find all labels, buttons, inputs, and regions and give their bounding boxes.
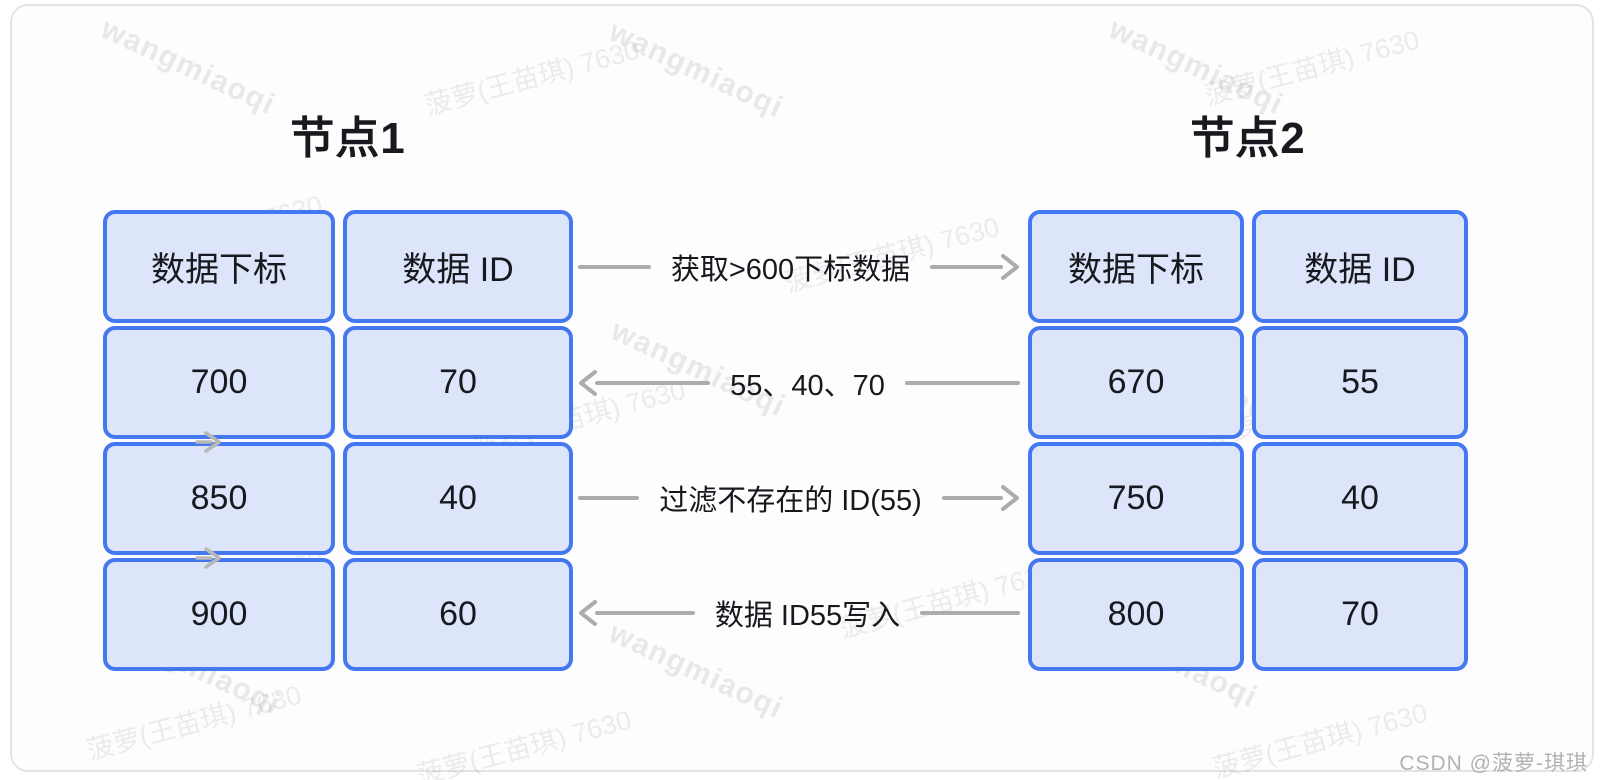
table-cell: 70 bbox=[343, 326, 573, 439]
flow-line bbox=[578, 265, 651, 269]
flow-line bbox=[595, 381, 711, 385]
flow-row-4: 数据 ID55写入 bbox=[578, 597, 1021, 632]
table-cell: 40 bbox=[1252, 442, 1468, 555]
table-cell: 850 bbox=[103, 442, 335, 555]
flow-line bbox=[920, 611, 1021, 615]
flow-label: 55、40、70 bbox=[730, 370, 885, 402]
flow-label: 数据 ID55写入 bbox=[714, 600, 901, 632]
node2-header-index: 数据下标 bbox=[1028, 210, 1244, 323]
csdn-attribution: CSDN @菠萝-琪琪 bbox=[1399, 752, 1588, 775]
table-cell: 40 bbox=[343, 442, 573, 555]
flow-row-2: 55、40、70 bbox=[578, 367, 1020, 402]
arrow-left-icon bbox=[579, 600, 597, 626]
table-cell: 900 bbox=[103, 558, 335, 671]
node2-table: 数据下标 数据 ID 670 55 750 40 800 70 bbox=[1028, 210, 1468, 671]
table-cell: 800 bbox=[1028, 558, 1244, 671]
arrow-right-icon bbox=[1001, 485, 1020, 511]
flow-line bbox=[578, 496, 640, 500]
table-cell: 700 bbox=[103, 326, 335, 439]
node2-title: 节点2 bbox=[1190, 114, 1306, 163]
table-cell: 55 bbox=[1252, 326, 1468, 439]
flow-line bbox=[904, 381, 1020, 385]
table-cell: 670 bbox=[1028, 326, 1244, 439]
node1-table: 数据下标 数据 ID 700 70 850 40 900 60 bbox=[103, 210, 573, 671]
flow-row-3: 过滤不存在的 ID(55) bbox=[578, 482, 1020, 517]
node1-header-index: 数据下标 bbox=[103, 210, 335, 323]
node1-header-id: 数据 ID bbox=[343, 210, 573, 323]
flow-line bbox=[930, 265, 1004, 269]
node1-title: 节点1 bbox=[290, 114, 406, 163]
table-cell: 70 bbox=[1252, 558, 1468, 671]
row-shift-arrow-icon bbox=[195, 431, 221, 453]
arrow-left-icon bbox=[579, 370, 597, 396]
flow-label: 过滤不存在的 ID(55) bbox=[659, 485, 922, 517]
flow-line bbox=[595, 611, 695, 615]
flow-row-1: 获取>600下标数据 bbox=[578, 251, 1020, 286]
node2-header-id: 数据 ID bbox=[1252, 210, 1468, 323]
arrow-right-icon bbox=[1001, 254, 1020, 280]
row-shift-arrow-icon bbox=[195, 547, 221, 569]
flow-line bbox=[941, 496, 1004, 500]
flow-label: 获取>600下标数据 bbox=[670, 254, 911, 286]
table-cell: 750 bbox=[1028, 442, 1244, 555]
table-cell: 60 bbox=[343, 558, 573, 671]
